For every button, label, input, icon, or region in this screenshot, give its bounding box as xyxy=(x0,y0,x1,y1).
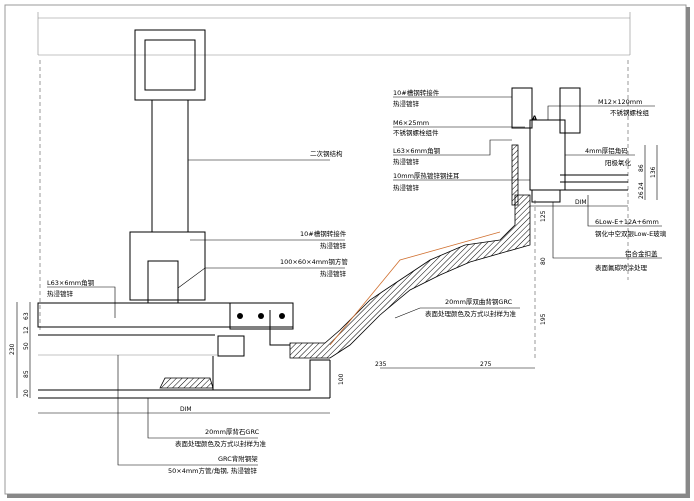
label-grc-curve: 20mm厚双曲背钢GRC xyxy=(445,297,513,306)
label-alu-cap: 铝合金扣盖 xyxy=(625,249,658,258)
label-glass-sub: 钢化中空双银Low-E玻璃 xyxy=(595,229,667,238)
dim-bottom: DIM xyxy=(180,406,192,413)
label-grc-frame-sub: 50×4mm方管/角钢, 热浸镀锌 xyxy=(168,466,257,475)
label-bolt-m6: M6×25mm xyxy=(393,119,429,127)
label-secondary-steel: 二次钢结构 xyxy=(310,149,343,158)
dim-20: 20 xyxy=(23,389,30,397)
label-tube-left-sub: 热浸镀锌 xyxy=(320,269,347,278)
label-angle-left: L63×6mm角钢 xyxy=(47,278,95,287)
dim-80: 80 xyxy=(540,257,547,265)
dim-85: 85 xyxy=(23,370,30,378)
dim-136: 136 xyxy=(650,166,657,178)
label-alu-cap-sub: 表面氟碳喷涂处理 xyxy=(595,263,648,272)
dim-63: 63 xyxy=(23,312,30,320)
dim-right: DIM xyxy=(575,199,587,206)
label-bolt-m12: M12×120mm xyxy=(598,98,642,106)
label-lug: 10mm厚热镀锌钢挂耳 xyxy=(393,171,460,180)
label-lug-sub: 热浸镀锌 xyxy=(393,183,420,192)
square-tube xyxy=(147,260,179,304)
label-angle-left-sub: 热浸镀锌 xyxy=(47,289,74,298)
dim-195: 195 xyxy=(540,313,547,325)
label-channel-right-sub: 热浸镀锌 xyxy=(393,99,420,108)
label-bolt-m6-sub: 不锈钢螺栓组件 xyxy=(393,128,439,137)
steel-column xyxy=(134,29,206,101)
angle-beam xyxy=(37,302,294,328)
dim-24: 24 xyxy=(638,182,645,190)
label-tube-left: 100×60×4mm钢方管 xyxy=(280,257,348,266)
label-grc-bottom-sub: 表面处理颜色及方式以封样为准 xyxy=(175,439,267,448)
dim-100: 100 xyxy=(338,373,345,385)
label-alu-angle: 4mm厚铝角码 xyxy=(585,146,628,155)
dim-86: 86 xyxy=(638,164,645,172)
label-grc-curve-sub: 表面处理颜色及方式以封样为准 xyxy=(425,309,517,318)
dim-235: 235 xyxy=(375,361,387,368)
section-mark: A xyxy=(532,114,537,122)
label-channel-left-sub: 热浸镀锌 xyxy=(320,241,347,250)
label-channel-left: 10#槽钢转接件 xyxy=(300,229,347,238)
label-angle-right: L63×6mm角钢 xyxy=(393,146,441,155)
label-grc-bottom: 20mm厚背石GRC xyxy=(205,427,260,436)
dim-230: 230 xyxy=(9,343,16,355)
dim-275: 275 xyxy=(480,361,492,368)
label-bolt-m12-sub: 不锈钢螺栓组 xyxy=(610,108,650,117)
label-grc-frame: GRC背附钢架 xyxy=(218,454,258,463)
channel-bracket xyxy=(129,231,206,301)
dim-125: 125 xyxy=(540,210,547,222)
label-alu-angle-sub: 阳极氧化 xyxy=(605,158,632,167)
dim-26: 26 xyxy=(638,191,645,199)
label-glass: 6Low-E+12A+6mm xyxy=(595,218,659,226)
label-channel-right: 10#槽钢转接件 xyxy=(393,88,440,97)
dim-12: 12 xyxy=(23,326,30,334)
curved-grc-panel xyxy=(289,194,531,359)
dim-50: 50 xyxy=(23,342,30,350)
label-angle-right-sub: 热浸镀锌 xyxy=(393,157,420,166)
